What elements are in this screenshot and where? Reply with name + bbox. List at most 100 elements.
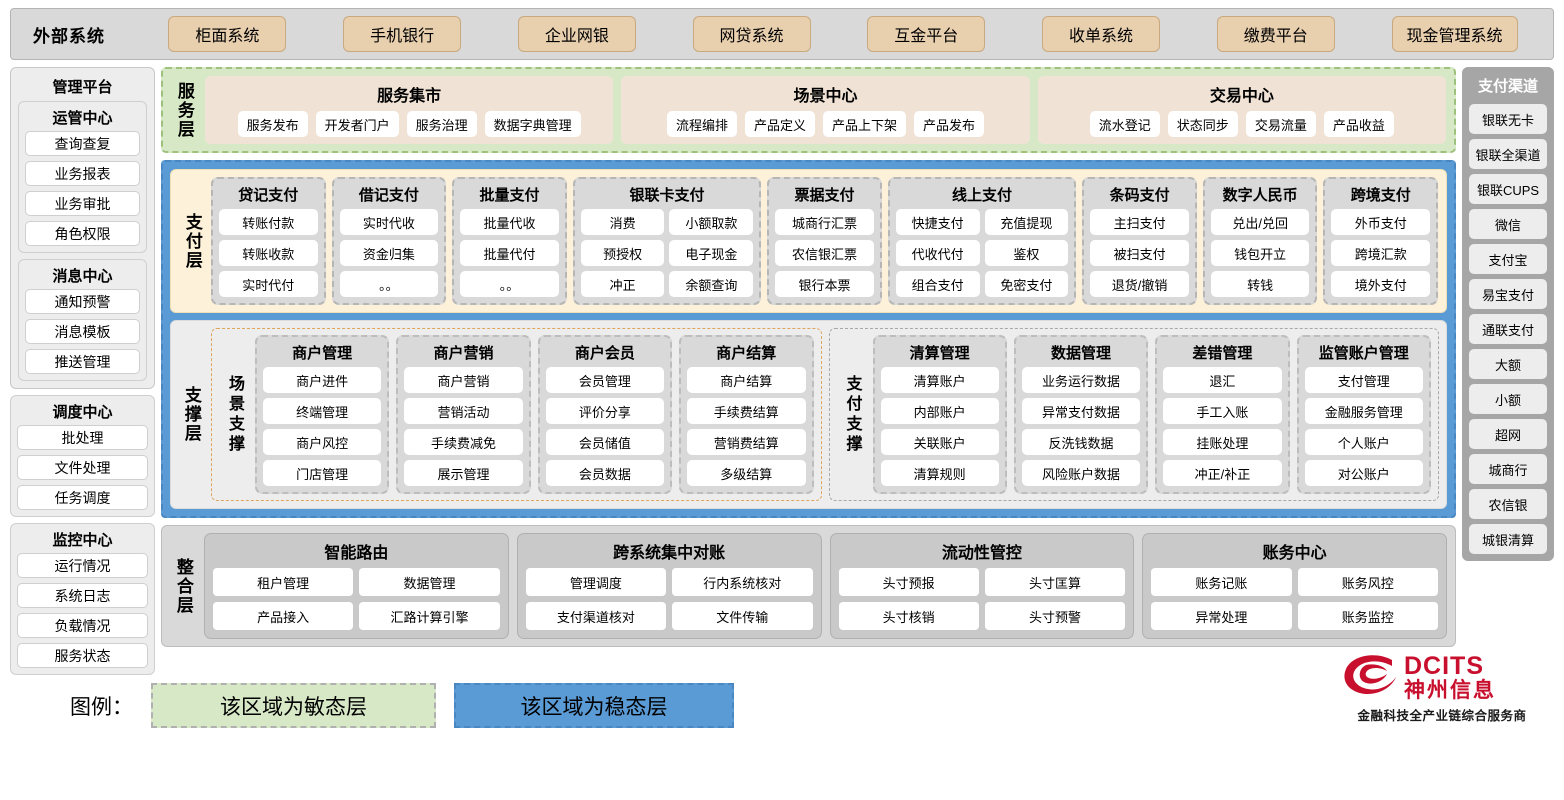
payment-support-item[interactable]: 个人账户 <box>1304 429 1423 455</box>
payment-item[interactable]: 钱包开立 <box>1210 240 1310 266</box>
payment-item[interactable]: 跨境汇款 <box>1331 240 1431 266</box>
payment-item[interactable]: 主扫支付 <box>1090 209 1189 235</box>
management-item[interactable]: 推送管理 <box>25 349 140 374</box>
management-item[interactable]: 查询查复 <box>25 131 140 156</box>
payment-support-item[interactable]: 异常支付数据 <box>1021 398 1141 424</box>
payment-item[interactable]: 快捷支付 <box>895 209 980 235</box>
service-item[interactable]: 服务发布 <box>237 111 308 137</box>
integration-item[interactable]: 账务记账 <box>1151 568 1292 596</box>
payment-support-item[interactable]: 内部账户 <box>880 398 999 424</box>
payment-support-item[interactable]: 对公账户 <box>1304 460 1423 486</box>
external-system-chip[interactable]: 柜面系统 <box>168 16 287 52</box>
payment-channel-item[interactable]: 小额 <box>1469 384 1547 414</box>
payment-channel-item[interactable]: 超网 <box>1469 419 1547 449</box>
payment-item[interactable]: 转账收款 <box>219 240 318 266</box>
payment-item[interactable]: 充值提现 <box>984 209 1069 235</box>
integration-item[interactable]: 账务监控 <box>1297 602 1438 630</box>
payment-item[interactable]: 小额取款 <box>669 209 754 235</box>
integration-item[interactable]: 头寸匡算 <box>984 568 1126 596</box>
payment-item[interactable]: 预授权 <box>580 240 665 266</box>
payment-item[interactable]: 被扫支付 <box>1090 240 1189 266</box>
payment-support-item[interactable]: 风险账户数据 <box>1021 460 1141 486</box>
management-item[interactable]: 文件处理 <box>17 455 148 480</box>
payment-channel-item[interactable]: 大额 <box>1469 349 1547 379</box>
payment-item[interactable]: 转账付款 <box>219 209 318 235</box>
payment-channel-item[interactable]: 易宝支付 <box>1469 279 1547 309</box>
management-item[interactable]: 服务状态 <box>17 643 148 668</box>
integration-item[interactable]: 汇路计算引擎 <box>359 602 500 630</box>
payment-support-item[interactable]: 关联账户 <box>880 429 999 455</box>
payment-support-item[interactable]: 支付管理 <box>1304 367 1423 393</box>
payment-channel-item[interactable]: 银联全渠道 <box>1469 139 1547 169</box>
integration-item[interactable]: 产品接入 <box>213 602 354 630</box>
payment-item[interactable]: 代收代付 <box>895 240 980 266</box>
scene-support-item[interactable]: 营销费结算 <box>687 429 806 455</box>
scene-support-item[interactable]: 门店管理 <box>263 460 382 486</box>
integration-item[interactable]: 数据管理 <box>359 568 500 596</box>
service-item[interactable]: 服务治理 <box>406 111 477 137</box>
payment-item[interactable]: 免密支付 <box>984 271 1069 297</box>
scene-support-item[interactable]: 手续费结算 <box>687 398 806 424</box>
integration-item[interactable]: 头寸预报 <box>838 568 979 596</box>
payment-item[interactable]: 鉴权 <box>984 240 1069 266</box>
service-item[interactable]: 产品发布 <box>914 111 985 137</box>
payment-item[interactable]: 。。 <box>339 271 439 297</box>
payment-support-item[interactable]: 业务运行数据 <box>1021 367 1141 393</box>
scene-support-item[interactable]: 商户风控 <box>263 429 382 455</box>
payment-item[interactable]: 转钱 <box>1210 271 1310 297</box>
external-system-chip[interactable]: 互金平台 <box>867 16 986 52</box>
external-system-chip[interactable]: 现金管理系统 <box>1391 16 1518 52</box>
external-system-chip[interactable]: 缴费平台 <box>1216 16 1335 52</box>
external-system-chip[interactable]: 手机银行 <box>343 16 462 52</box>
external-system-chip[interactable]: 收单系统 <box>1042 16 1161 52</box>
payment-item[interactable]: 。。 <box>460 271 559 297</box>
service-item[interactable]: 开发者门户 <box>315 111 399 137</box>
integration-item[interactable]: 管理调度 <box>525 568 667 596</box>
service-item[interactable]: 数据字典管理 <box>484 111 581 137</box>
payment-channel-item[interactable]: 银联CUPS <box>1469 174 1547 204</box>
management-item[interactable]: 消息模板 <box>25 319 140 344</box>
payment-channel-item[interactable]: 农信银 <box>1469 489 1547 519</box>
integration-item[interactable]: 文件传输 <box>672 602 813 630</box>
integration-item[interactable]: 头寸核销 <box>838 602 979 630</box>
service-item[interactable]: 产品定义 <box>744 111 815 137</box>
external-system-chip[interactable]: 企业网银 <box>517 16 636 52</box>
scene-support-item[interactable]: 展示管理 <box>404 460 523 486</box>
payment-support-item[interactable]: 挂账处理 <box>1163 429 1282 455</box>
management-item[interactable]: 业务报表 <box>25 161 140 186</box>
payment-item[interactable]: 境外支付 <box>1331 271 1431 297</box>
payment-channel-item[interactable]: 银联无卡 <box>1469 104 1547 134</box>
service-item[interactable]: 产品收益 <box>1323 111 1394 137</box>
service-item[interactable]: 产品上下架 <box>822 111 906 137</box>
payment-item[interactable]: 实时代收 <box>339 209 439 235</box>
scene-support-item[interactable]: 手续费减免 <box>404 429 523 455</box>
management-item[interactable]: 通知预警 <box>25 289 140 314</box>
management-item[interactable]: 负载情况 <box>17 613 148 638</box>
management-item[interactable]: 任务调度 <box>17 485 148 510</box>
scene-support-item[interactable]: 评价分享 <box>545 398 665 424</box>
payment-support-item[interactable]: 金融服务管理 <box>1304 398 1423 424</box>
payment-item[interactable]: 银行本票 <box>775 271 874 297</box>
service-item[interactable]: 流水登记 <box>1089 111 1160 137</box>
payment-item[interactable]: 组合支付 <box>895 271 980 297</box>
scene-support-item[interactable]: 会员数据 <box>545 460 665 486</box>
management-item[interactable]: 业务审批 <box>25 191 140 216</box>
scene-support-item[interactable]: 商户结算 <box>687 367 806 393</box>
external-system-chip[interactable]: 网贷系统 <box>692 16 811 52</box>
payment-channel-item[interactable]: 通联支付 <box>1469 314 1547 344</box>
service-item[interactable]: 流程编排 <box>666 111 737 137</box>
scene-support-item[interactable]: 会员管理 <box>545 367 665 393</box>
management-item[interactable]: 批处理 <box>17 425 148 450</box>
payment-item[interactable]: 批量代付 <box>460 240 559 266</box>
payment-support-item[interactable]: 退汇 <box>1163 367 1282 393</box>
payment-support-item[interactable]: 反洗钱数据 <box>1021 429 1141 455</box>
integration-item[interactable]: 行内系统核对 <box>672 568 813 596</box>
scene-support-item[interactable]: 多级结算 <box>687 460 806 486</box>
integration-item[interactable]: 账务风控 <box>1297 568 1438 596</box>
payment-item[interactable]: 农信银汇票 <box>775 240 874 266</box>
payment-item[interactable]: 外币支付 <box>1331 209 1431 235</box>
payment-item[interactable]: 批量代收 <box>460 209 559 235</box>
management-item[interactable]: 系统日志 <box>17 583 148 608</box>
management-item[interactable]: 运行情况 <box>17 553 148 578</box>
scene-support-item[interactable]: 会员储值 <box>545 429 665 455</box>
